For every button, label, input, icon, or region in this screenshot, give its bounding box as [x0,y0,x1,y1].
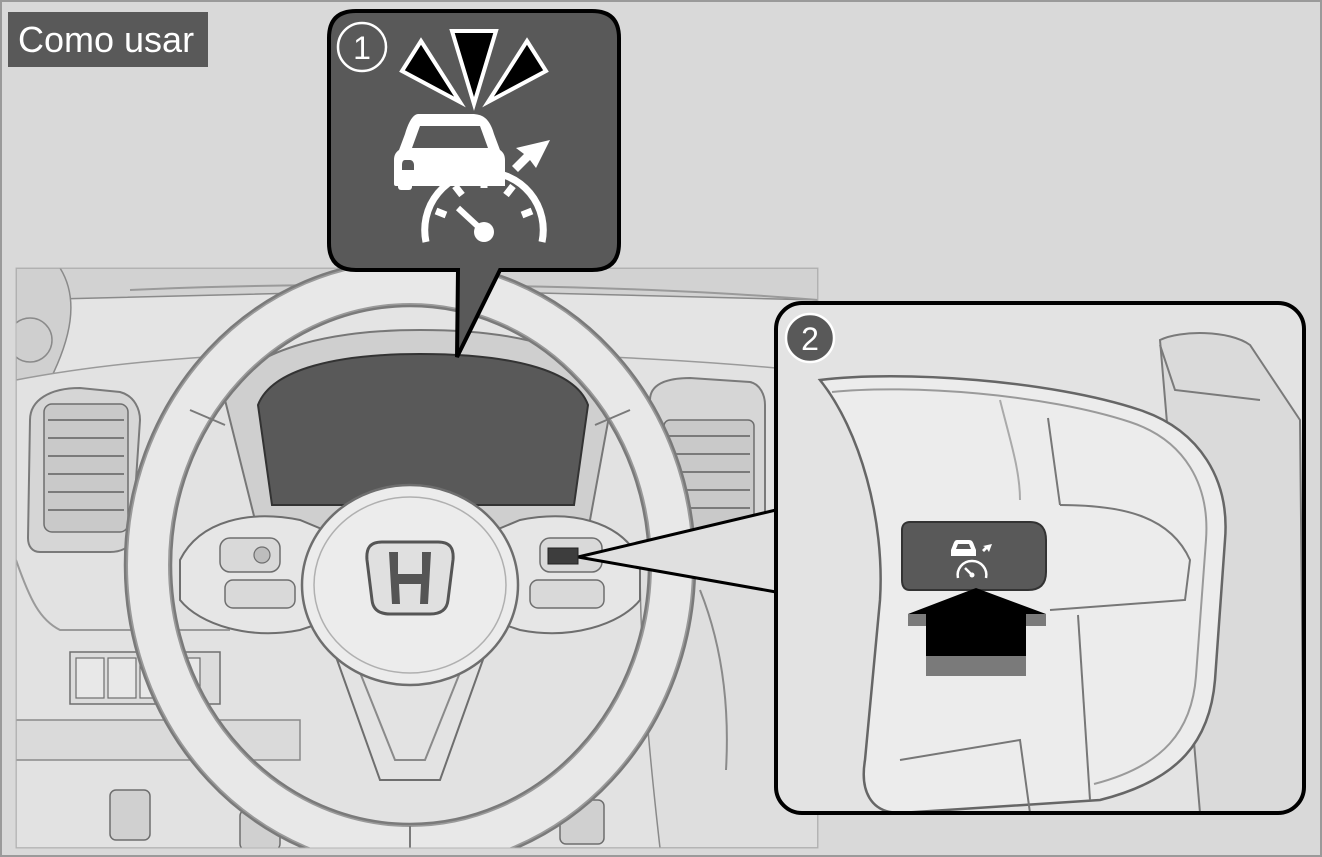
callout-2-number: 2 [801,321,819,357]
speedometer-hub-icon [474,222,494,242]
button-speedometer-hub-icon [969,572,975,578]
left-air-vent [26,386,142,553]
section-title: Como usar [8,12,209,67]
callout-2-button-closeup: 2 [774,301,1306,815]
callout-2-leader [547,508,777,594]
button-arrow-icon [982,544,992,552]
cruise-control-button [901,521,1047,591]
press-direction-arrow [908,588,1046,676]
button-vehicle-icon [951,540,976,556]
instrument-cluster [223,328,614,549]
press-arrow-icon [512,140,550,172]
dashboard-illustration [16,268,818,848]
callout-1-badge: 1 [336,21,388,73]
honda-emblem [365,540,455,616]
callout-1-indicator: 1 [327,9,621,358]
callout-2-badge: 2 [784,312,836,364]
vehicle-ahead-icon [394,114,505,190]
callout-1-number: 1 [353,30,371,66]
alert-rays-icon [399,29,549,111]
left-spoke-controls [219,537,296,609]
